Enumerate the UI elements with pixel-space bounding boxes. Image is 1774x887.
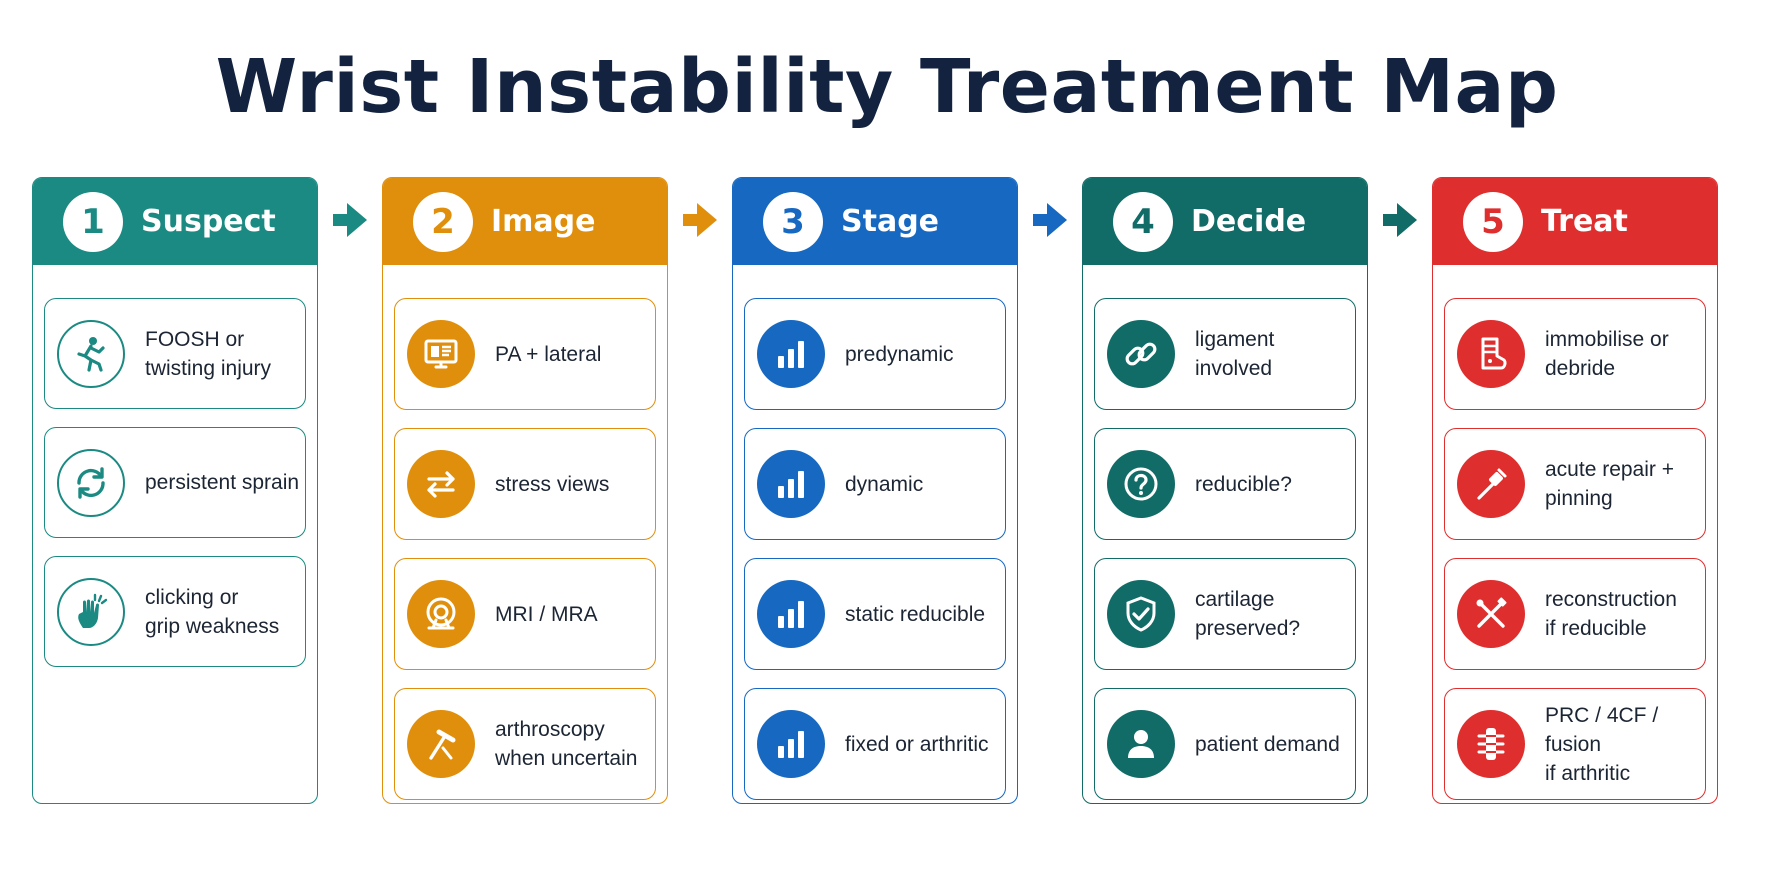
step-header: 1 Suspect bbox=[33, 178, 317, 265]
step-header: 4 Decide bbox=[1083, 178, 1367, 265]
flow-arrow-icon bbox=[1018, 177, 1082, 804]
step-item-card: MRI / MRA bbox=[394, 558, 656, 670]
step-item-card: clicking or grip weakness bbox=[44, 556, 306, 667]
hand-click-icon bbox=[57, 577, 125, 646]
step-item-label: predynamic bbox=[845, 342, 954, 366]
step-number-badge: 2 bbox=[413, 191, 473, 252]
chain-link-icon bbox=[1107, 320, 1175, 388]
falling-person-icon bbox=[57, 319, 125, 388]
step-items: FOOSH or twisting injury persistent sprai… bbox=[33, 265, 317, 667]
step-items: immobilise or debride acute repair + pinn… bbox=[1433, 265, 1717, 800]
step-number-badge: 3 bbox=[763, 191, 823, 252]
step-header: 3 Stage bbox=[733, 178, 1017, 265]
step-item-label: persistent sprain bbox=[145, 471, 300, 494]
step-item-card: immobilise or debride bbox=[1444, 298, 1706, 410]
step-item-label: FOOSH or twisting injury bbox=[145, 327, 272, 380]
step-item-label: PA + lateral bbox=[495, 342, 602, 366]
step-item-card: stress views bbox=[394, 428, 656, 540]
crossed-tools-icon bbox=[1457, 580, 1525, 648]
mri-scanner-icon bbox=[407, 580, 475, 648]
step-title: Suspect bbox=[141, 204, 276, 239]
step-item-label: clicking or grip weakness bbox=[145, 585, 280, 638]
step-item-label: cartilage preserved? bbox=[1195, 588, 1301, 640]
step-title: Image bbox=[491, 204, 596, 239]
page-title: Wrist Instability Treatment Map bbox=[215, 44, 1559, 130]
step-item-label: dynamic bbox=[845, 472, 924, 496]
step-item-card: static reducible bbox=[744, 558, 1006, 670]
step-item-card: arthroscopy when uncertain bbox=[394, 688, 656, 800]
step-item-label: ligament involved bbox=[1195, 328, 1275, 380]
step-item-card: cartilage preserved? bbox=[1094, 558, 1356, 670]
step-item-label: arthroscopy when uncertain bbox=[495, 718, 638, 770]
step-header: 2 Image bbox=[383, 178, 667, 265]
step-item-card: ligament involved bbox=[1094, 298, 1356, 410]
step-number-badge: 5 bbox=[1463, 191, 1523, 252]
bar-chart-icon bbox=[757, 450, 825, 518]
step-column-treat: 5 Treat immobilise or debride acute repair … bbox=[1432, 177, 1718, 804]
step-item-card: reconstruction if reducible bbox=[1444, 558, 1706, 670]
step-item-label: MRI / MRA bbox=[495, 602, 598, 626]
step-item-card: persistent sprain bbox=[44, 427, 306, 538]
double-arrow-icon bbox=[407, 450, 475, 518]
step-header: 5 Treat bbox=[1433, 178, 1717, 265]
step-number-badge: 4 bbox=[1113, 191, 1173, 252]
step-item-card: PRC / 4CF / fusion if arthritic bbox=[1444, 688, 1706, 800]
step-item-label: immobilise or debride bbox=[1545, 328, 1669, 380]
bar-chart-icon bbox=[757, 710, 825, 778]
shield-check-icon bbox=[1107, 580, 1175, 648]
step-column-stage: 3 Stage predynamic dynamic static reducible f… bbox=[732, 177, 1018, 804]
step-item-card: FOOSH or twisting injury bbox=[44, 298, 306, 409]
step-item-label: static reducible bbox=[845, 602, 986, 626]
monitor-xray-icon bbox=[407, 320, 475, 388]
step-title: Treat bbox=[1541, 204, 1628, 239]
step-number-badge: 1 bbox=[63, 191, 123, 252]
step-column-decide: 4 Decide ligament involved reducible? cartil… bbox=[1082, 177, 1368, 804]
step-item-card: fixed or arthritic bbox=[744, 688, 1006, 800]
step-item-card: reducible? bbox=[1094, 428, 1356, 540]
step-item-card: predynamic bbox=[744, 298, 1006, 410]
step-item-label: reducible? bbox=[1195, 472, 1292, 496]
step-item-card: acute repair + pinning bbox=[1444, 428, 1706, 540]
step-item-card: patient demand bbox=[1094, 688, 1356, 800]
splint-icon bbox=[1457, 320, 1525, 388]
question-icon bbox=[1107, 450, 1175, 518]
pin-tool-icon bbox=[1457, 450, 1525, 518]
flow-arrow-icon bbox=[318, 177, 382, 804]
step-title: Decide bbox=[1191, 204, 1307, 239]
step-title: Stage bbox=[841, 204, 940, 239]
flow-arrow-icon bbox=[1368, 177, 1432, 804]
step-item-label: patient demand bbox=[1195, 732, 1340, 756]
step-items: predynamic dynamic static reducible fixed o… bbox=[733, 265, 1017, 800]
step-items: ligament involved reducible? cartilage pre… bbox=[1083, 265, 1367, 800]
step-item-label: acute repair + pinning bbox=[1545, 458, 1674, 510]
step-item-label: PRC / 4CF / fusion if arthritic bbox=[1545, 703, 1659, 785]
arthroscope-icon bbox=[407, 710, 475, 778]
flow-arrow-icon bbox=[668, 177, 732, 804]
bar-chart-icon bbox=[757, 320, 825, 388]
step-item-card: dynamic bbox=[744, 428, 1006, 540]
step-item-card: PA + lateral bbox=[394, 298, 656, 410]
step-item-label: stress views bbox=[495, 472, 610, 496]
fusion-bones-icon bbox=[1457, 710, 1525, 778]
bar-chart-icon bbox=[757, 580, 825, 648]
person-icon bbox=[1107, 710, 1175, 778]
step-item-label: reconstruction if reducible bbox=[1545, 588, 1677, 640]
step-item-label: fixed or arthritic bbox=[845, 732, 989, 756]
refresh-cycle-icon bbox=[57, 448, 125, 517]
